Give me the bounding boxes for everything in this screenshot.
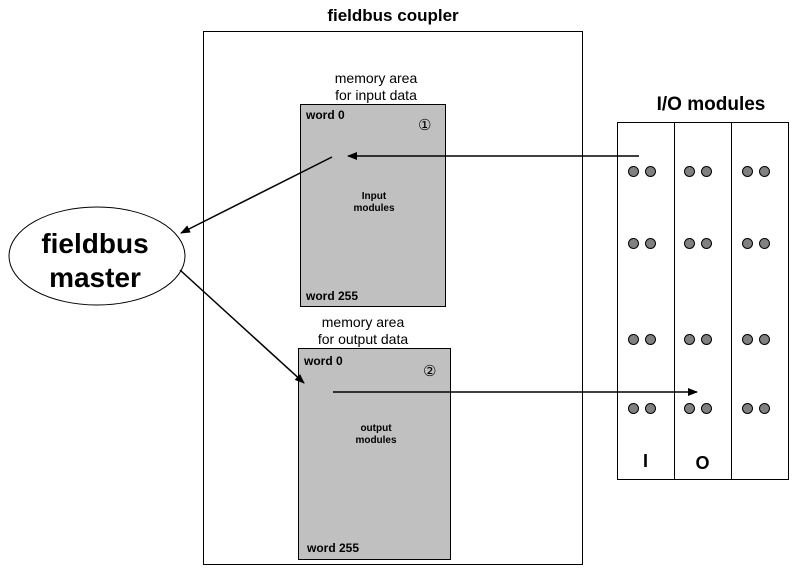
- io-terminal-dot: [701, 334, 712, 345]
- io-terminal-dot: [628, 166, 639, 177]
- io-divider-1: [674, 122, 675, 480]
- io-terminal-dot: [742, 403, 753, 414]
- master-line2: master: [49, 262, 141, 293]
- io-terminal-dot: [628, 403, 639, 414]
- io-terminal-dot: [645, 238, 656, 249]
- input-modules-line1: Input: [361, 191, 387, 202]
- input-word-end: word 255: [306, 289, 359, 303]
- coupler-title: fieldbus coupler: [327, 6, 459, 25]
- io-terminal-dot: [645, 166, 656, 177]
- io-terminal-dot: [645, 403, 656, 414]
- io-column-label-input: I: [642, 451, 648, 471]
- io-divider-2: [731, 122, 732, 480]
- io-terminal-dot: [684, 334, 695, 345]
- input-modules-line2: modules: [353, 203, 395, 214]
- io-terminal-dot: [742, 238, 753, 249]
- output-area-title-line1: memory area: [321, 314, 405, 330]
- io-terminal-dot: [628, 334, 639, 345]
- io-terminal-dot: [701, 166, 712, 177]
- io-rack: [617, 122, 789, 480]
- arrow-input-to-master: [180, 156, 333, 234]
- arrow-master-to-output: [179, 269, 305, 384]
- master-line1: fieldbus: [41, 228, 149, 259]
- io-terminal-dot: [684, 403, 695, 414]
- io-terminal-dot: [684, 166, 695, 177]
- io-terminal-dot: [759, 403, 770, 414]
- input-marker-icon: ①: [418, 117, 432, 134]
- output-area-title-line2: for output data: [317, 331, 409, 347]
- io-terminal-dot: [759, 334, 770, 345]
- io-terminal-dot: [742, 334, 753, 345]
- io-modules-title: I/O modules: [656, 94, 766, 115]
- io-terminal-dot: [759, 166, 770, 177]
- io-terminal-dot: [701, 403, 712, 414]
- input-modules-label: Input modules: [329, 191, 419, 215]
- fieldbus-master-label: fieldbus master: [10, 227, 180, 295]
- output-modules-line1: output: [360, 423, 392, 434]
- input-area-title-line2: for input data: [335, 87, 417, 103]
- output-modules-label: output modules: [331, 423, 421, 447]
- io-column-label-output: O: [695, 453, 710, 473]
- input-area-title: memory area for input data: [296, 70, 456, 104]
- coupler-box: [203, 31, 583, 565]
- io-terminal-dot: [742, 166, 753, 177]
- output-word-end: word 255: [307, 541, 360, 555]
- output-memory-box: word 0 ② output modules word 255: [298, 348, 451, 560]
- input-memory-box: word 0 ① Input modules word 255: [300, 104, 446, 307]
- io-terminal-dot: [701, 238, 712, 249]
- input-word-start: word 0: [306, 108, 345, 122]
- output-word-start: word 0: [304, 354, 343, 368]
- io-terminal-dot: [684, 238, 695, 249]
- output-area-title: memory area for output data: [283, 314, 443, 348]
- output-marker-icon: ②: [423, 363, 437, 380]
- io-terminal-dot: [628, 238, 639, 249]
- io-terminal-dot: [645, 334, 656, 345]
- input-area-title-line1: memory area: [334, 70, 418, 86]
- io-terminal-dot: [759, 238, 770, 249]
- master-ellipse: [8, 206, 186, 306]
- output-modules-line2: modules: [355, 435, 397, 446]
